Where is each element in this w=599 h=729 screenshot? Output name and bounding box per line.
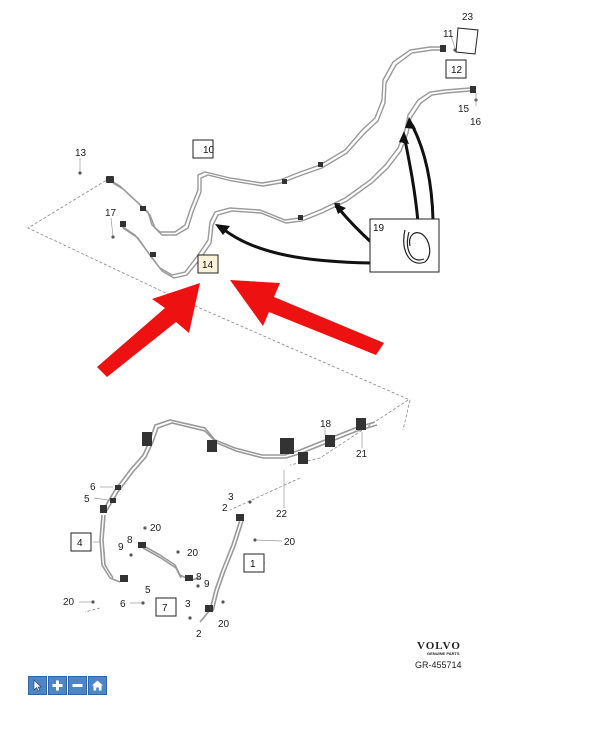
callout-label-13: 13	[75, 148, 87, 159]
callout-box-4[interactable]	[70, 532, 92, 552]
callout-label-5a: 5	[84, 494, 90, 505]
upper-pipe-assembly	[109, 46, 471, 279]
item-23-plate-icon	[455, 27, 479, 55]
callout-label-12: 12	[451, 65, 463, 76]
callout-label-14: 14	[202, 260, 214, 271]
callout-box-7[interactable]	[155, 597, 177, 617]
callout-label-5b: 5	[145, 585, 151, 596]
callout-label-21: 21	[356, 449, 368, 460]
zoom-out-icon	[72, 684, 83, 687]
callout-label-19: 19	[373, 223, 385, 234]
callout-label-6b: 6	[120, 599, 126, 610]
callout-label-16: 16	[470, 117, 482, 128]
strap-clip-icon	[403, 229, 431, 264]
red-highlight-arrows	[97, 280, 384, 377]
callout-label-17: 17	[105, 208, 117, 219]
pointer-icon	[33, 679, 42, 692]
diagram-code: GR-455714	[415, 660, 462, 670]
callout-label-20a: 20	[150, 523, 162, 534]
brand-logo-text: VOLVO	[417, 640, 461, 652]
lower-pipe-fittings	[100, 418, 366, 612]
callout-label-22: 22	[276, 509, 288, 520]
pointer-button[interactable]	[28, 676, 47, 695]
callout-label-20c: 20	[63, 597, 75, 608]
callout-label-9b: 9	[204, 579, 210, 590]
callout-label-11: 11	[443, 29, 454, 40]
zoom-in-icon	[52, 680, 63, 691]
brand-tagline: GENUINE PARTS	[427, 651, 460, 656]
callout-label-23: 23	[462, 12, 474, 23]
zoom-in-button[interactable]	[48, 676, 67, 695]
bolt-markers	[78, 48, 478, 620]
item-19-pointer-arrows	[221, 124, 435, 265]
callout-label-20b: 20	[187, 548, 199, 559]
callout-box-10[interactable]	[192, 139, 214, 159]
callout-label-7: 7	[162, 603, 168, 614]
callout-label-10: 10	[203, 145, 215, 156]
callout-label-15: 15	[458, 104, 470, 115]
callout-label-9a: 9	[118, 542, 124, 553]
upper-dashed-outline	[27, 177, 411, 431]
item-19-arrow-heads	[215, 117, 416, 235]
diagram-toolbar	[28, 676, 107, 696]
callout-label-20e: 20	[218, 619, 230, 630]
callout-label-2a: 2	[222, 503, 228, 514]
callout-label-1: 1	[250, 559, 256, 570]
callout-label-8b: 8	[196, 572, 202, 583]
callout-box-14[interactable]	[197, 254, 219, 274]
callout-label-4: 4	[77, 538, 83, 549]
callout-label-2b: 2	[196, 629, 202, 640]
callout-label-18: 18	[320, 419, 332, 430]
callout-box-12[interactable]	[445, 59, 467, 79]
home-button[interactable]	[88, 676, 107, 695]
home-icon	[92, 680, 103, 691]
lower-pipe-assembly	[99, 419, 378, 623]
callout-label-3b: 3	[185, 599, 191, 610]
callout-label-20d: 20	[284, 537, 296, 548]
callout-label-3a: 3	[228, 492, 234, 503]
callout-label-8a: 8	[127, 535, 133, 546]
callout-box-1[interactable]	[243, 553, 265, 573]
zoom-out-button[interactable]	[68, 676, 87, 695]
upper-pipe-fittings	[106, 45, 476, 257]
lower-dashed-outline	[84, 399, 409, 613]
callout-label-6a: 6	[90, 482, 96, 493]
